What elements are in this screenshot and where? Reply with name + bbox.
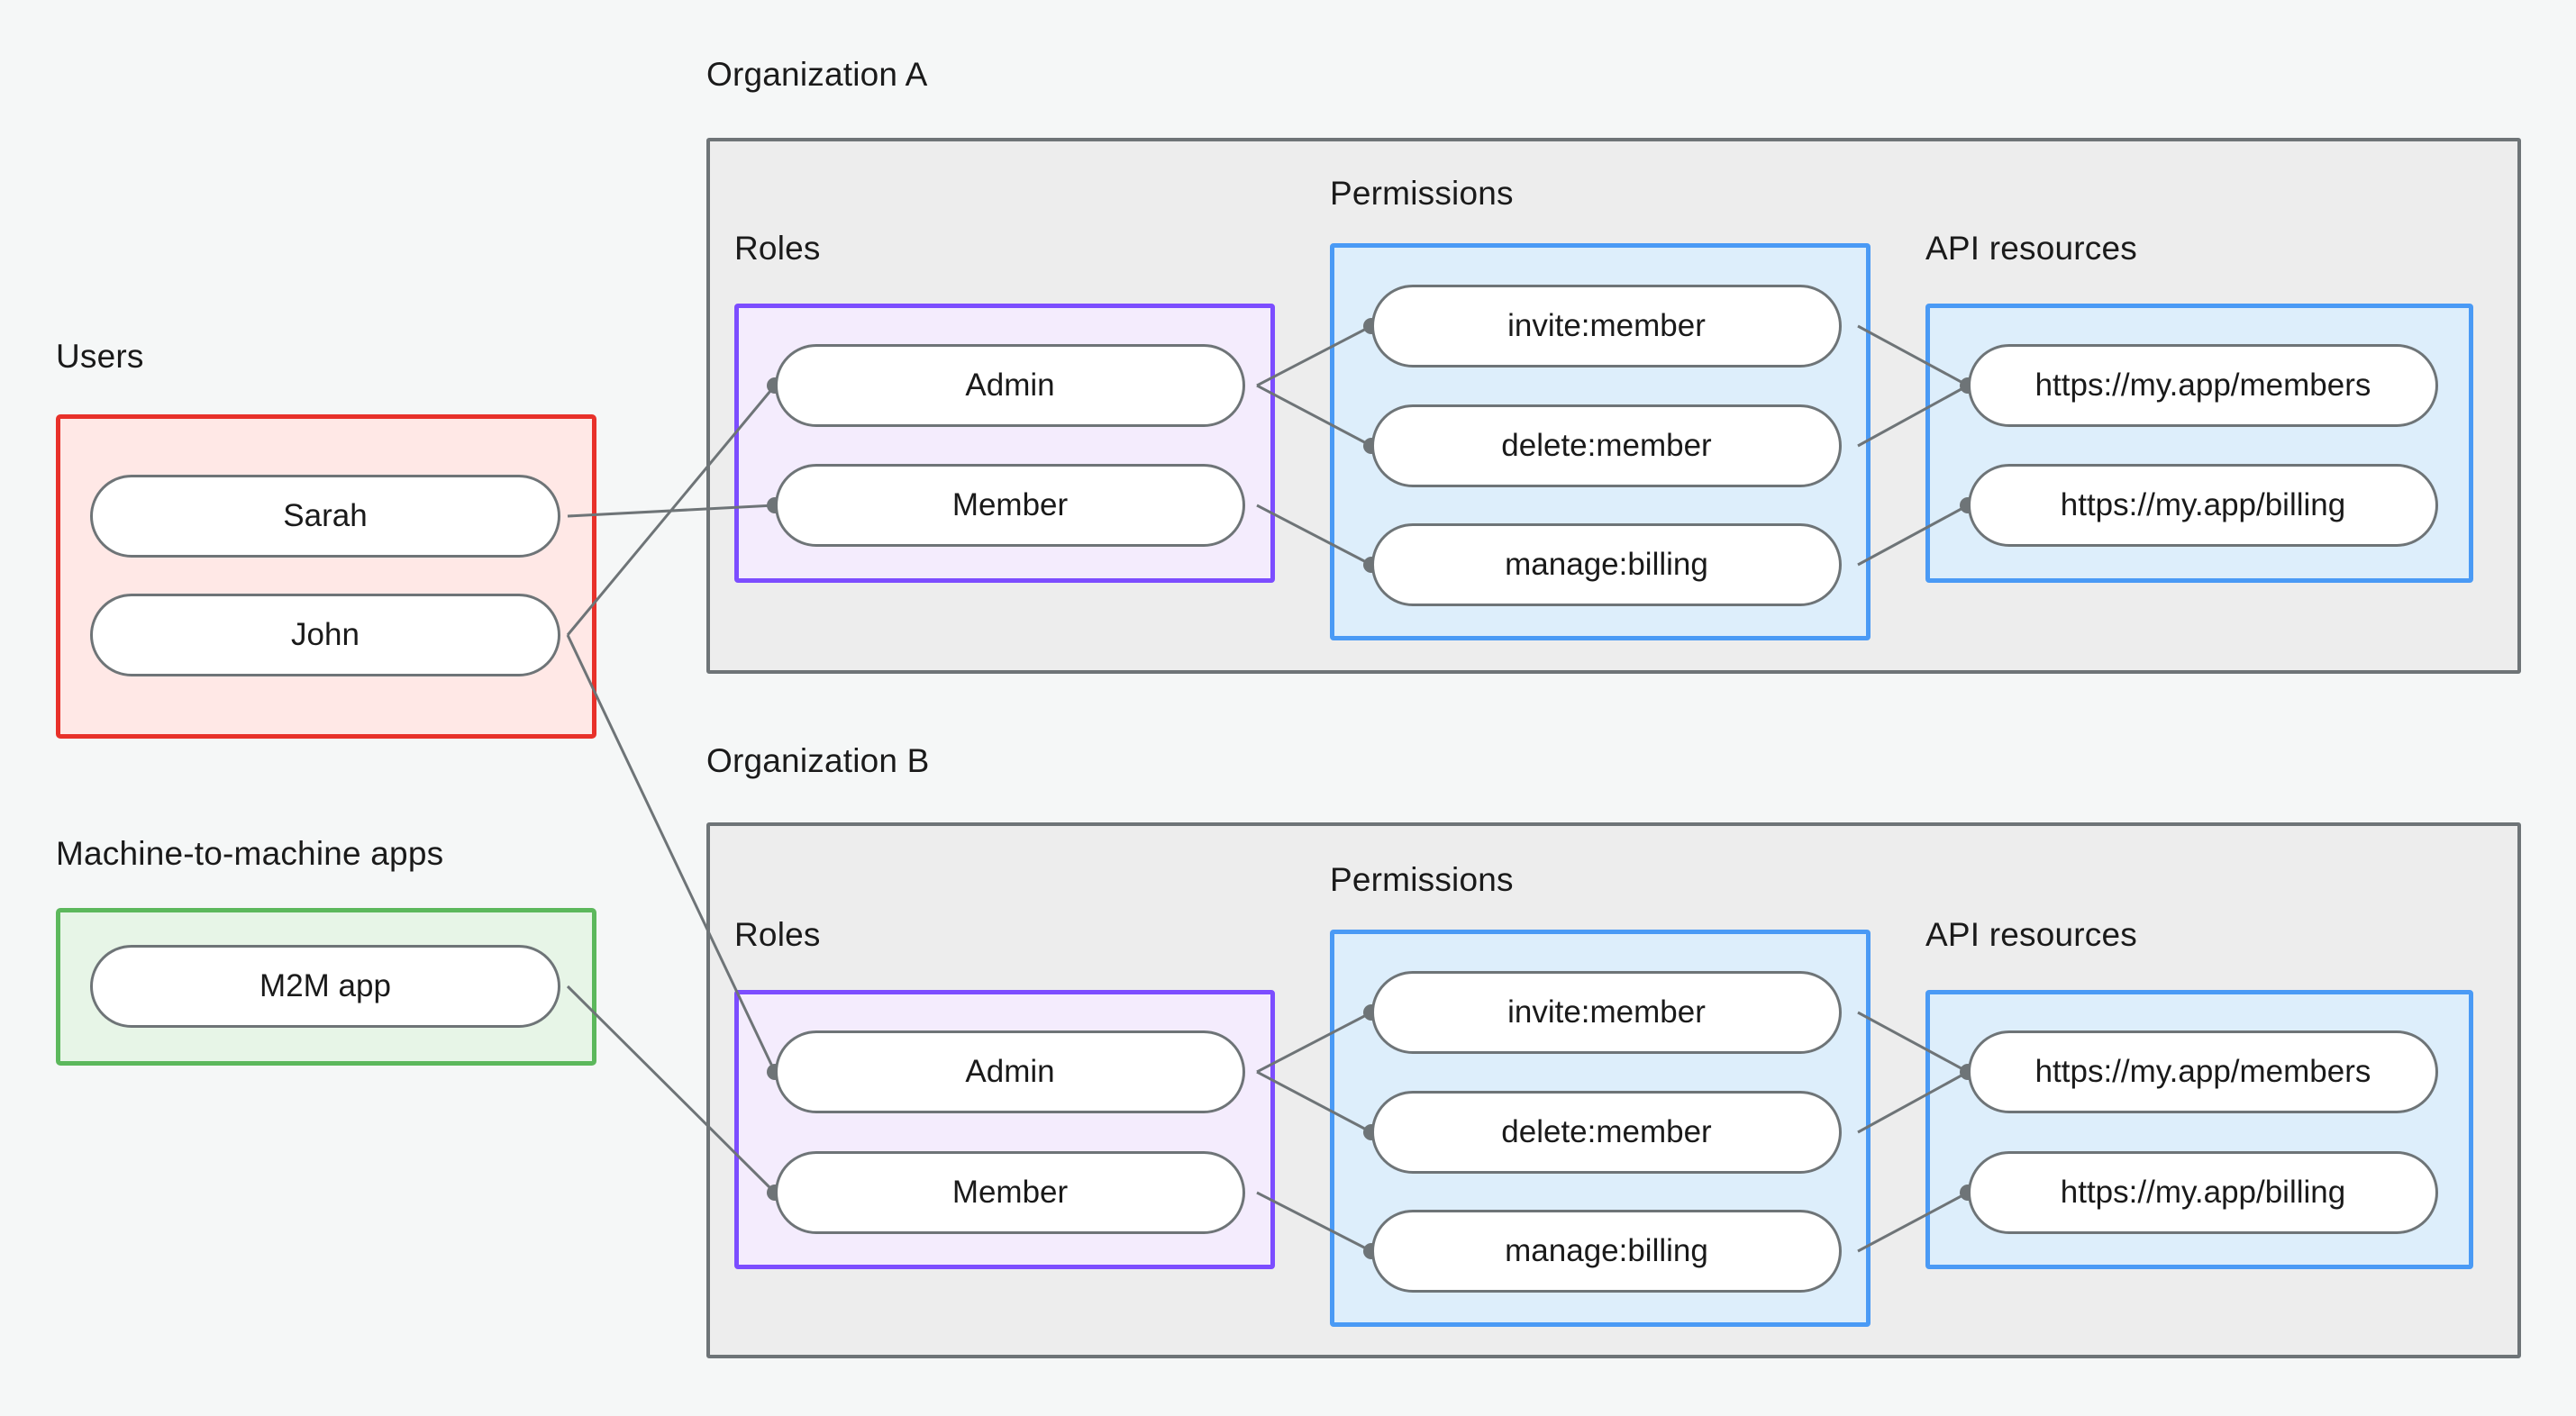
org-a-permissions-label: Permissions xyxy=(1330,175,1514,212)
org-b-label: Organization B xyxy=(706,742,930,779)
org-a-permission-delete-member[interactable]: delete:member xyxy=(1371,404,1842,487)
user-node-sarah[interactable]: Sarah xyxy=(90,475,560,558)
org-b-role-admin[interactable]: Admin xyxy=(775,1030,1245,1113)
org-b-api-resource-billing[interactable]: https://my.app/billing xyxy=(1968,1151,2438,1234)
users-group-box xyxy=(56,414,596,739)
org-a-api-resource-members[interactable]: https://my.app/members xyxy=(1968,344,2438,427)
org-b-permission-invite-member[interactable]: invite:member xyxy=(1371,971,1842,1054)
org-b-roles-label: Roles xyxy=(734,916,821,953)
org-a-roles-label: Roles xyxy=(734,230,821,267)
org-b-permissions-label: Permissions xyxy=(1330,861,1514,898)
users-group-label: Users xyxy=(56,338,144,375)
org-a-permission-manage-billing[interactable]: manage:billing xyxy=(1371,523,1842,606)
org-a-permission-invite-member[interactable]: invite:member xyxy=(1371,285,1842,368)
org-b-api-resources-label: API resources xyxy=(1925,916,2137,953)
m2m-group-label: Machine-to-machine apps xyxy=(56,835,444,872)
org-b-api-resource-members[interactable]: https://my.app/members xyxy=(1968,1030,2438,1113)
org-a-role-member[interactable]: Member xyxy=(775,464,1245,547)
user-node-john[interactable]: John xyxy=(90,594,560,676)
org-a-api-resource-billing[interactable]: https://my.app/billing xyxy=(1968,464,2438,547)
org-b-permission-manage-billing[interactable]: manage:billing xyxy=(1371,1210,1842,1293)
org-a-role-admin[interactable]: Admin xyxy=(775,344,1245,427)
org-b-role-member[interactable]: Member xyxy=(775,1151,1245,1234)
org-a-label: Organization A xyxy=(706,56,928,93)
org-a-api-resources-label: API resources xyxy=(1925,230,2137,267)
m2m-node-app[interactable]: M2M app xyxy=(90,945,560,1028)
org-b-permission-delete-member[interactable]: delete:member xyxy=(1371,1091,1842,1174)
